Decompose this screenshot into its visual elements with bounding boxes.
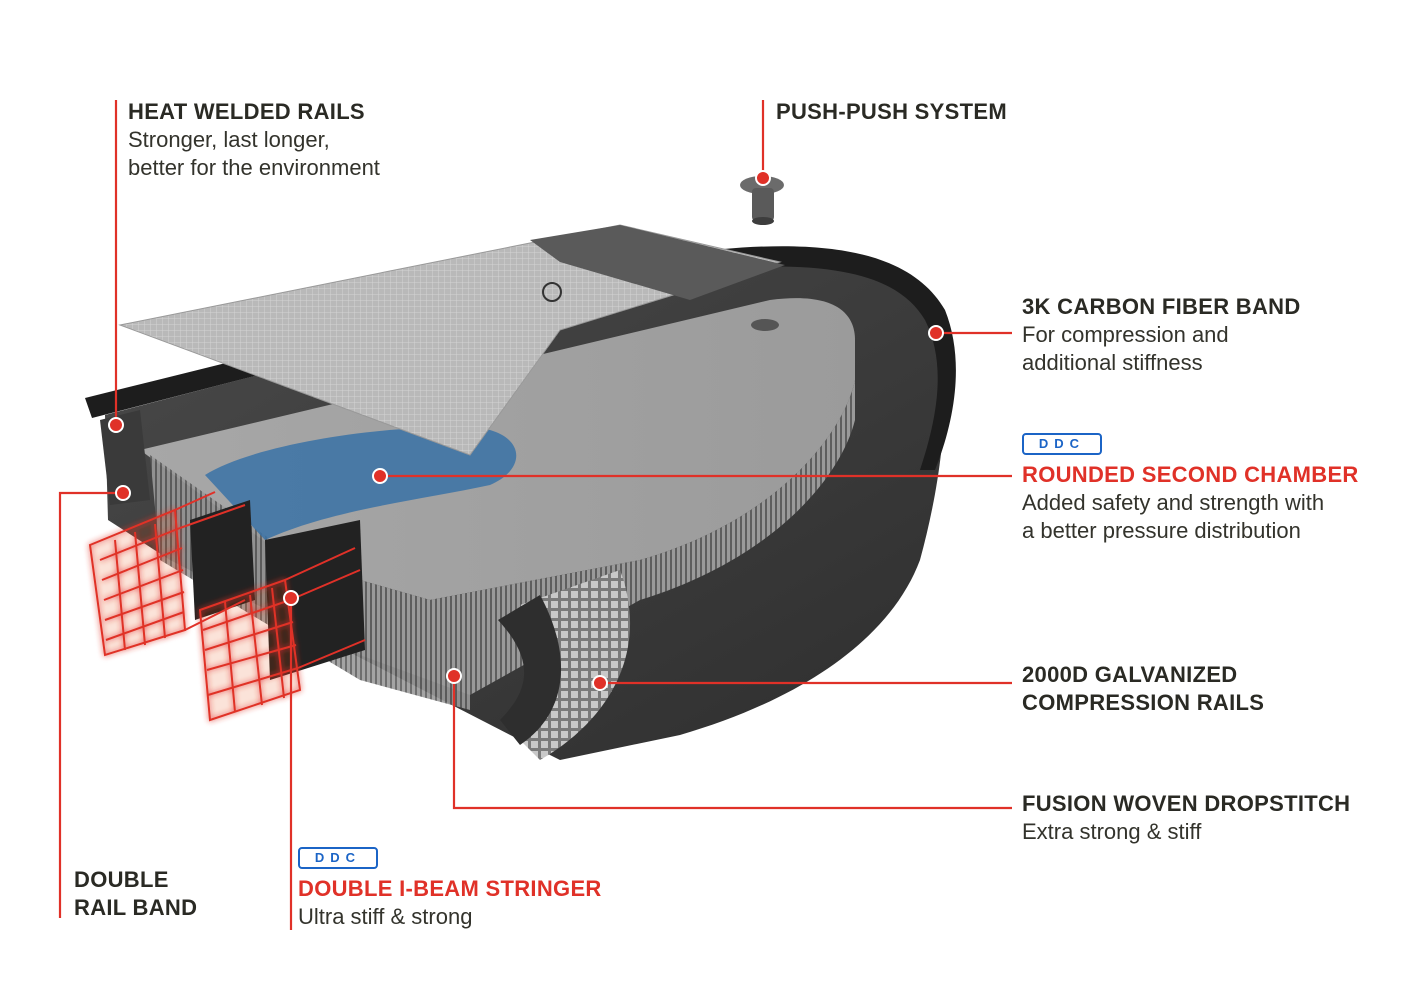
double-rail-band	[100, 410, 150, 505]
dot-carbon	[928, 325, 944, 341]
leader-double-rail	[58, 491, 123, 918]
callout-galvanized-rails: 2000D GALVANIZED COMPRESSION RAILS	[1022, 661, 1264, 717]
ddc-badge-icon: DDC	[1022, 433, 1102, 455]
carbon-title: 3K CARBON FIBER BAND	[1022, 294, 1301, 319]
double-rail-title-2: RAIL BAND	[74, 895, 198, 920]
carbon-desc-2: additional stiffness	[1022, 350, 1203, 375]
stringer-red-mesh	[88, 508, 302, 722]
deck-logo	[542, 282, 562, 302]
dropstitch-wall	[290, 380, 855, 695]
valve-hole	[751, 319, 779, 331]
fusion-title: FUSION WOVEN DROPSTITCH	[1022, 791, 1351, 816]
stringer-desc-1: Ultra stiff & strong	[298, 904, 473, 929]
stringer-block-1	[190, 500, 255, 620]
ddc-badge-text: DDC	[1039, 436, 1085, 451]
deck-tail-dark	[530, 225, 785, 300]
dot-stringer	[283, 590, 299, 606]
dot-heat-welded	[108, 417, 124, 433]
dot-second-chamber	[372, 468, 388, 484]
double-rail-title-1: DOUBLE	[74, 867, 169, 892]
callout-carbon-fiber-band: 3K CARBON FIBER BAND For compression and…	[1022, 293, 1301, 377]
stringer-red-lines	[174, 491, 366, 669]
callout-fusion-dropstitch: FUSION WOVEN DROPSTITCH Extra strong & s…	[1022, 790, 1350, 846]
callout-rounded-second-chamber: DDC ROUNDED SECOND CHAMBER Added safety …	[1022, 433, 1359, 545]
carbon-desc-1: For compression and	[1022, 322, 1229, 347]
galvanized-title-1: 2000D GALVANIZED	[1022, 662, 1238, 687]
heat-welded-desc-1: Stronger, last longer,	[128, 127, 330, 152]
dot-galvanized	[592, 675, 608, 691]
heat-welded-title: HEAT WELDED RAILS	[128, 99, 365, 124]
dot-push-push	[755, 170, 771, 186]
board-illustration	[85, 176, 956, 760]
fusion-desc-1: Extra strong & stiff	[1022, 819, 1202, 844]
rail-band-dark	[498, 595, 562, 745]
ddc-badge-text: DDC	[315, 850, 361, 865]
dot-double-rail	[115, 485, 131, 501]
leader-dots	[108, 170, 944, 691]
second-chamber-title: ROUNDED SECOND CHAMBER	[1022, 462, 1359, 487]
second-chamber-desc-2: a better pressure distribution	[1022, 518, 1301, 543]
ddc-badge-icon: DDC	[298, 847, 378, 869]
heat-welded-desc-2: better for the environment	[128, 155, 380, 180]
callout-double-i-beam-stringer: DDC DOUBLE I-BEAM STRINGER Ultra stiff &…	[298, 847, 602, 931]
dot-fusion	[446, 668, 462, 684]
leader-lines	[58, 100, 1012, 930]
second-chamber	[205, 427, 517, 540]
second-chamber-desc-1: Added safety and strength with	[1022, 490, 1325, 515]
galvanized-title-2: COMPRESSION RAILS	[1022, 690, 1265, 715]
callout-double-rail-band: DOUBLE RAIL BAND	[74, 866, 197, 922]
callout-push-push-system: PUSH-PUSH SYSTEM	[776, 98, 1007, 126]
leader-fusion	[452, 676, 1012, 810]
callout-heat-welded-rails: HEAT WELDED RAILS Stronger, last longer,…	[128, 98, 380, 182]
stringer-title: DOUBLE I-BEAM STRINGER	[298, 876, 602, 901]
push-push-title: PUSH-PUSH SYSTEM	[776, 99, 1007, 124]
